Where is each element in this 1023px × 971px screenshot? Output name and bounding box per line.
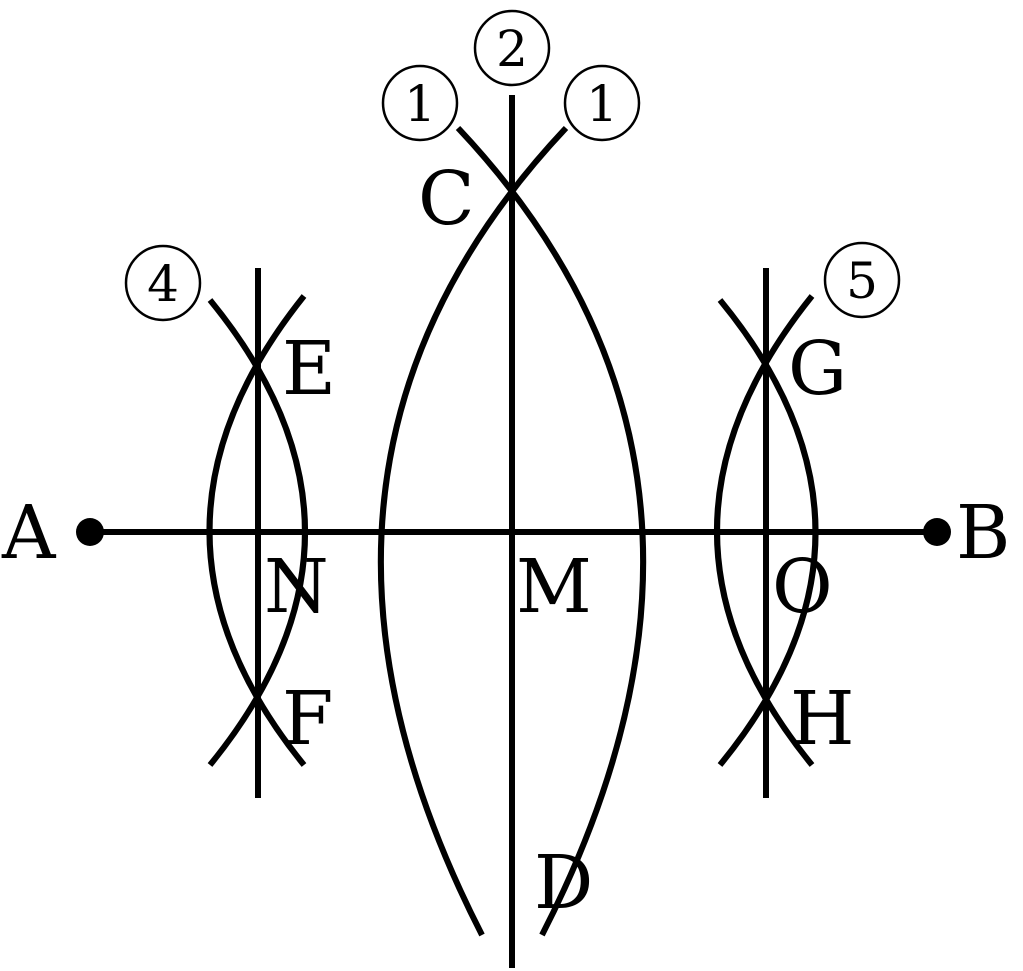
arc-from-b	[377, 125, 569, 937]
arc-left-2	[206, 294, 307, 767]
arc-right-2	[714, 294, 815, 767]
label-n: N	[264, 544, 329, 630]
step-marker-1-left: 1	[381, 64, 459, 142]
label-f: F	[282, 676, 333, 762]
step-5-text: 5	[846, 252, 878, 310]
label-o: O	[772, 544, 833, 630]
label-g: G	[788, 326, 847, 412]
step-1-right-text: 1	[586, 75, 618, 133]
step-2-text: 2	[496, 20, 528, 78]
arc-from-a	[455, 125, 647, 937]
label-e: E	[282, 326, 336, 412]
step-marker-4: 4	[124, 244, 202, 322]
step-1-left-text: 1	[404, 75, 436, 133]
label-m: M	[516, 544, 592, 630]
step-marker-2: 2	[473, 9, 551, 87]
label-h: H	[790, 676, 855, 762]
label-c: C	[418, 156, 475, 242]
label-b: B	[956, 490, 1010, 576]
step-marker-1-right: 1	[563, 64, 641, 142]
point-b-dot	[923, 518, 951, 546]
label-a: A	[1, 490, 57, 576]
step-4-text: 4	[147, 255, 179, 313]
step-marker-5: 5	[823, 241, 901, 319]
label-d: D	[534, 840, 593, 926]
point-a-dot	[76, 518, 104, 546]
